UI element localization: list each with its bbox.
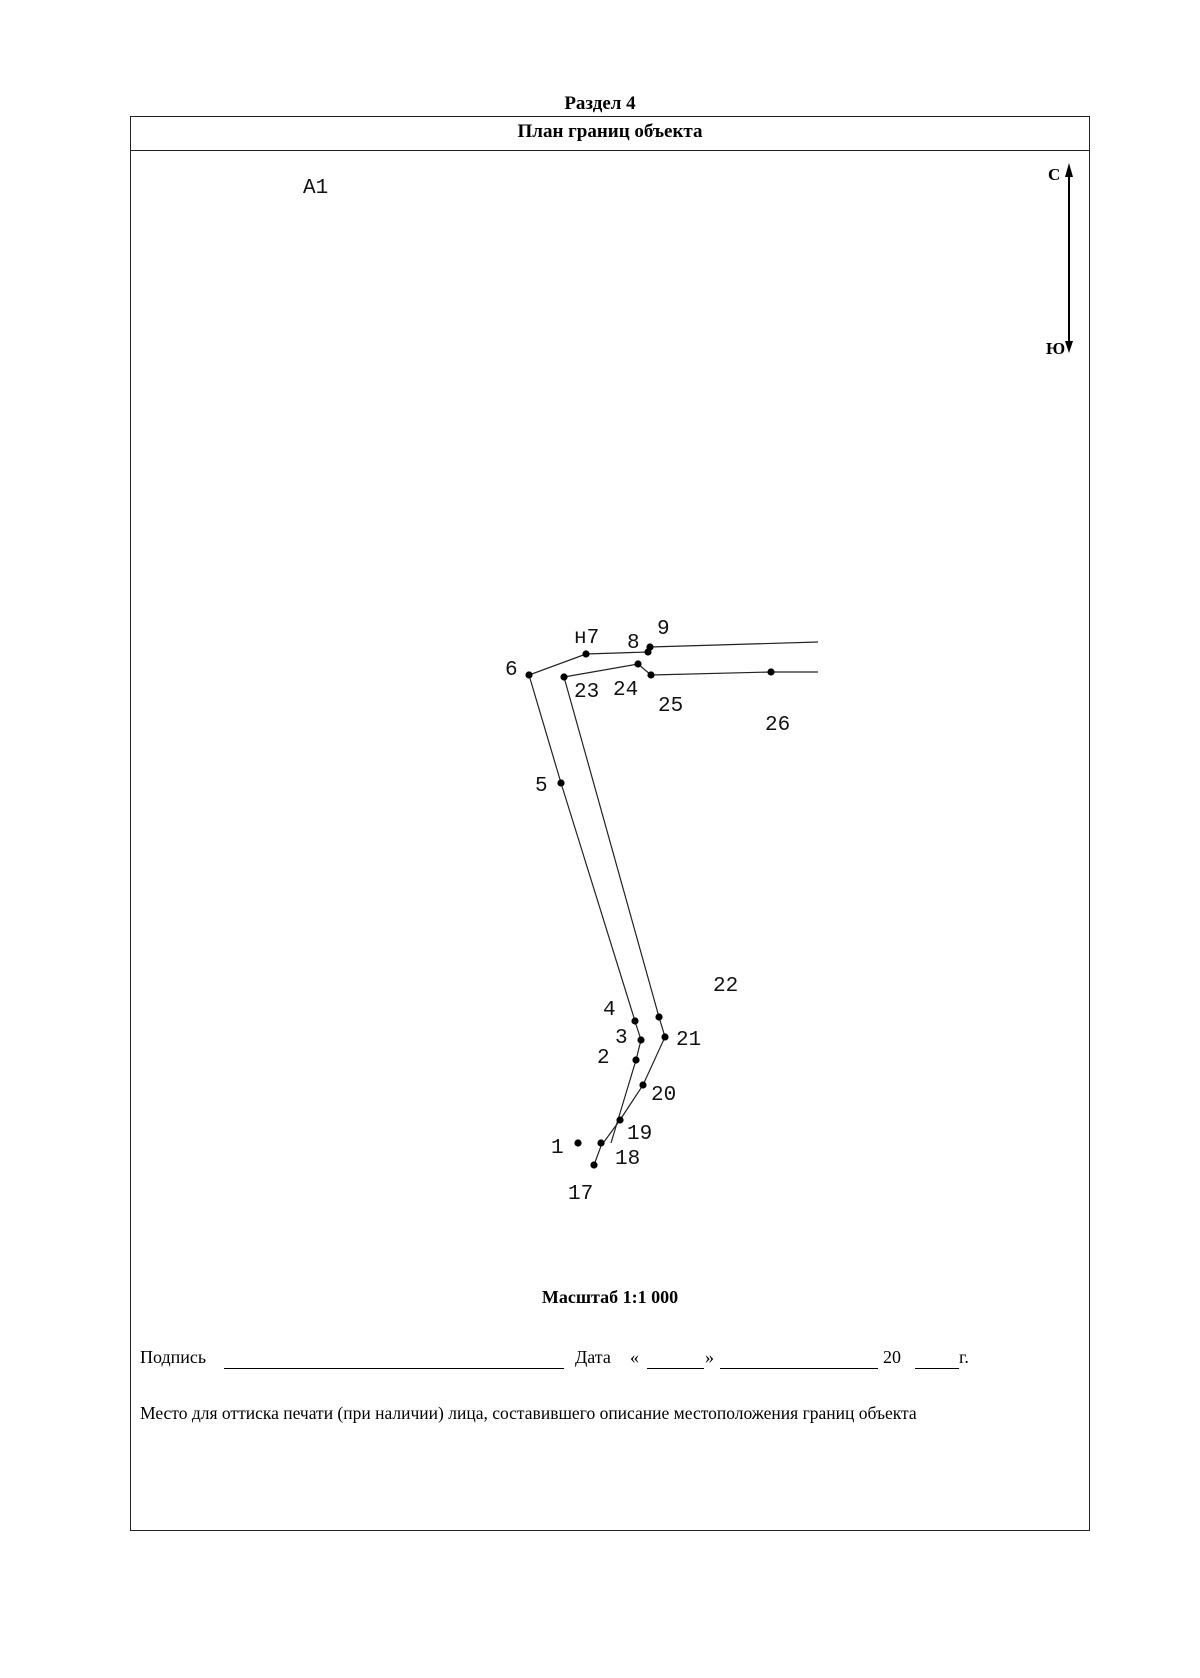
year-prefix: 20 — [883, 1347, 901, 1367]
inner-boundary-line — [563, 663, 818, 1166]
year-suffix: г. — [959, 1347, 969, 1367]
point-label-19: 19 — [627, 1123, 652, 1146]
signature-label: Подпись — [140, 1347, 207, 1367]
boundary-point-22 — [655, 1013, 663, 1021]
boundary-point-25 — [647, 671, 655, 679]
point-label-8: 8 — [627, 632, 640, 655]
scale-label: Масштаб 1:1 000 — [541, 1287, 679, 1307]
north-label: С — [1048, 165, 1061, 184]
boundary-point-18 — [597, 1139, 605, 1147]
point-label-18: 18 — [615, 1148, 640, 1171]
sheet-label: А1 — [303, 177, 329, 200]
boundary-point-23 — [560, 673, 568, 681]
boundary-point-26 — [767, 668, 775, 676]
signature-line — [224, 1368, 564, 1369]
year-line — [915, 1368, 959, 1369]
south-label: Ю — [1046, 339, 1066, 358]
point-label-20: 20 — [651, 1084, 676, 1107]
point-label-24: 24 — [613, 679, 638, 702]
month-line — [720, 1368, 878, 1369]
point-label-2: 2 — [597, 1047, 610, 1070]
boundary-point-3 — [637, 1036, 645, 1044]
boundary-point-1 — [574, 1139, 582, 1147]
quote-close: » — [705, 1347, 714, 1367]
point-label-3: 3 — [615, 1027, 628, 1050]
boundary-point-5 — [557, 779, 565, 787]
boundary-point-20 — [639, 1081, 647, 1089]
north-arrow-icon — [1065, 163, 1073, 353]
outer-boundary-line — [528, 641, 819, 1144]
point-labels: 1 2 3 4 5 6 н7 8 9 17 18 19 20 21 22 23 … — [505, 618, 790, 1206]
boundary-point-n7 — [582, 650, 590, 658]
boundary-point-21 — [661, 1033, 669, 1041]
section-title: Раздел 4 — [564, 93, 636, 114]
point-label-5: 5 — [535, 775, 548, 798]
point-label-n7: н7 — [574, 627, 599, 650]
boundary-point-9 — [646, 643, 654, 651]
boundary-point-17 — [590, 1161, 598, 1169]
point-label-21: 21 — [676, 1029, 701, 1052]
point-label-23: 23 — [574, 681, 599, 704]
day-line — [647, 1368, 704, 1369]
boundary-point-6 — [525, 671, 533, 679]
boundary-point-2 — [632, 1056, 640, 1064]
quote-open: « — [630, 1347, 639, 1367]
boundary-points — [525, 643, 775, 1169]
point-label-26: 26 — [765, 714, 790, 737]
boundary-point-24 — [634, 660, 642, 668]
point-label-6: 6 — [505, 659, 518, 682]
point-label-25: 25 — [658, 695, 683, 718]
table-header: План границ объекта — [131, 117, 1089, 151]
stamp-note: Место для оттиска печати (при наличии) л… — [140, 1403, 917, 1423]
plan-frame: План границ объекта А1 С Ю 1 2 3 4 5 6 н… — [130, 116, 1090, 1531]
point-label-22: 22 — [713, 975, 738, 998]
point-label-1: 1 — [551, 1137, 564, 1160]
point-label-9: 9 — [657, 618, 670, 641]
point-label-4: 4 — [603, 999, 616, 1022]
boundary-point-8 — [644, 648, 652, 656]
boundary-point-19 — [616, 1116, 624, 1124]
point-label-17: 17 — [568, 1183, 593, 1206]
boundary-plan: 1 2 3 4 5 6 н7 8 9 17 18 19 20 21 22 23 … — [505, 618, 819, 1206]
date-label: Дата — [575, 1347, 611, 1367]
boundary-point-4 — [631, 1017, 639, 1025]
